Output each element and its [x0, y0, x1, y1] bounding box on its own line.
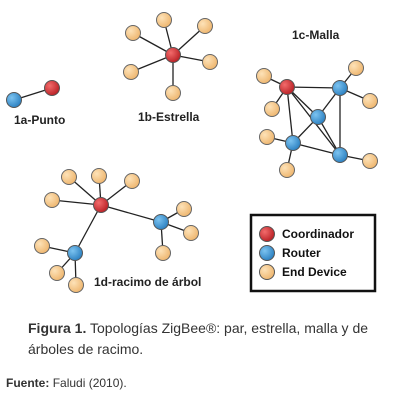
coordinator-node [93, 197, 109, 213]
topology-1b-label: 1b-Estrella [138, 110, 200, 124]
end-device-node [259, 129, 275, 145]
zigbee-topologies-diagram: 1a-Punto 1b-Estrella 1c-Malla [6, 12, 378, 293]
end-device-node [125, 25, 141, 41]
end-device-node [197, 18, 213, 34]
end-device-node [124, 173, 140, 189]
end-device-node [68, 277, 84, 293]
figure-source: Fuente: Faludi (2010). [6, 376, 127, 390]
caption-text: Topologías ZigBee®: par, estrella, malla… [28, 320, 369, 357]
router-node [285, 135, 301, 151]
end-device-node [6, 92, 22, 108]
topology-1c-label: 1c-Malla [292, 28, 340, 42]
end-device-node [176, 201, 192, 217]
end-device-node [34, 238, 50, 254]
end-device-node [362, 93, 378, 109]
end-device-node [165, 85, 181, 101]
topology-1a-label: 1a-Punto [14, 113, 65, 127]
router-node [153, 214, 169, 230]
legend: Coordinador Router End Device [249, 213, 377, 293]
topology-1d-cluster-tree: 1d-racimo de árbol [34, 168, 201, 293]
end-device-node [123, 64, 139, 80]
router-node [67, 245, 83, 261]
coordinator-node [44, 80, 60, 96]
caption-figure-label: Figura 1. [28, 320, 87, 336]
topology-1c-mesh: 1c-Malla [256, 28, 378, 178]
legend-end-device-label: End Device [282, 265, 347, 279]
end-device-node [202, 54, 218, 70]
router-node [332, 147, 348, 163]
legend-end-device-swatch [259, 264, 275, 280]
end-device-node [264, 101, 280, 117]
end-device-node [348, 60, 364, 76]
end-device-node [155, 245, 171, 261]
legend-router-swatch [259, 245, 275, 261]
end-device-node [362, 153, 378, 169]
legend-coordinator-label: Coordinador [282, 227, 354, 241]
end-device-node [61, 169, 77, 185]
end-device-node [279, 162, 295, 178]
topology-1b-star: 1b-Estrella [123, 12, 218, 124]
source-text: Faludi (2010). [52, 376, 127, 390]
topology-1d-label: 1d-racimo de árbol [94, 275, 201, 289]
figure-caption: Figura 1. Topologías ZigBee®: par, estre… [28, 318, 384, 360]
legend-coordinator-swatch [259, 226, 275, 242]
router-node [310, 109, 326, 125]
end-device-node [256, 68, 272, 84]
end-device-node [44, 192, 60, 208]
topology-1a-point: 1a-Punto [6, 80, 65, 127]
end-device-node [49, 265, 65, 281]
coordinator-node [279, 79, 295, 95]
source-label: Fuente: [6, 376, 50, 390]
coordinator-node [165, 47, 181, 63]
end-device-node [156, 12, 172, 28]
end-device-node [91, 168, 107, 184]
legend-router-label: Router [282, 246, 321, 260]
router-node [332, 80, 348, 96]
end-device-node [183, 225, 199, 241]
